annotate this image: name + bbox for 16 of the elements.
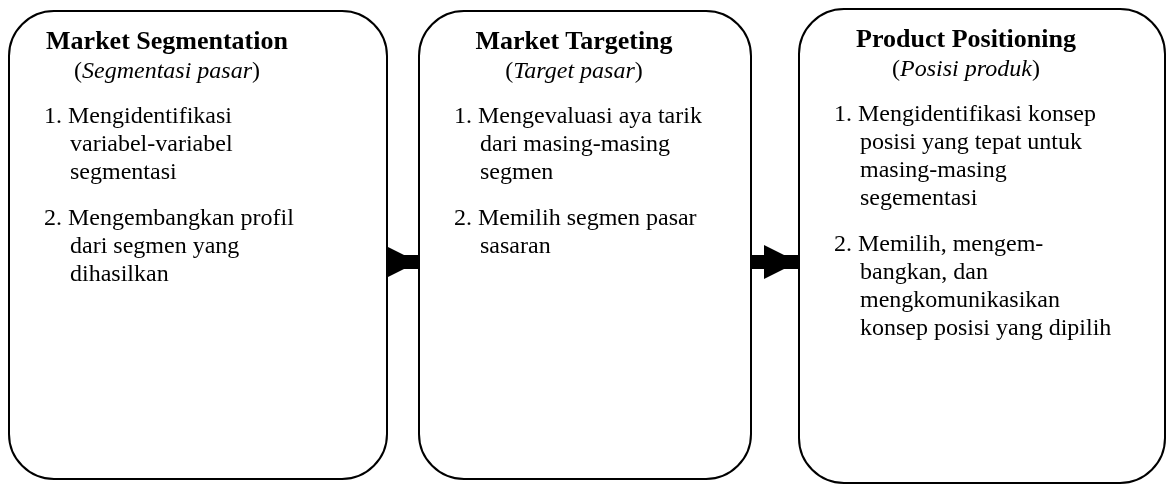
box-heading: Market Segmentation xyxy=(45,26,289,56)
box-subtitle: (Posisi produk) xyxy=(891,53,1041,83)
list-item: 2. Memilih, mengem-bangkan, dan mengkomunikasikan konsep posisi yang dipilih xyxy=(834,229,1113,342)
list-item: 1. Mengidentifikasi variabel-variabel segmentasi xyxy=(44,100,234,185)
rounded-box xyxy=(798,8,1166,484)
box-subtitle: (Target pasar) xyxy=(504,55,644,85)
box-heading: Product Positioning xyxy=(855,24,1077,54)
list-item: 2. Memilih segmen pasar sasaran xyxy=(454,202,698,260)
rounded-box xyxy=(8,10,388,480)
list-item: 1. Mengevaluasi aya tarik dari masing-masing segmen xyxy=(454,100,703,185)
rounded-box xyxy=(418,10,752,480)
block-arrow xyxy=(752,245,798,279)
box-heading: Market Targeting xyxy=(474,26,674,56)
list-item: 2. Mengembangkan profil dari segmen yang dihasilkan xyxy=(44,202,295,288)
box-subtitle: (Segmentasi pasar) xyxy=(73,55,261,85)
list-item: 1. Mengidentifikasi konsep posisi yang tepat untuk masing-masing segementasi xyxy=(834,98,1097,211)
